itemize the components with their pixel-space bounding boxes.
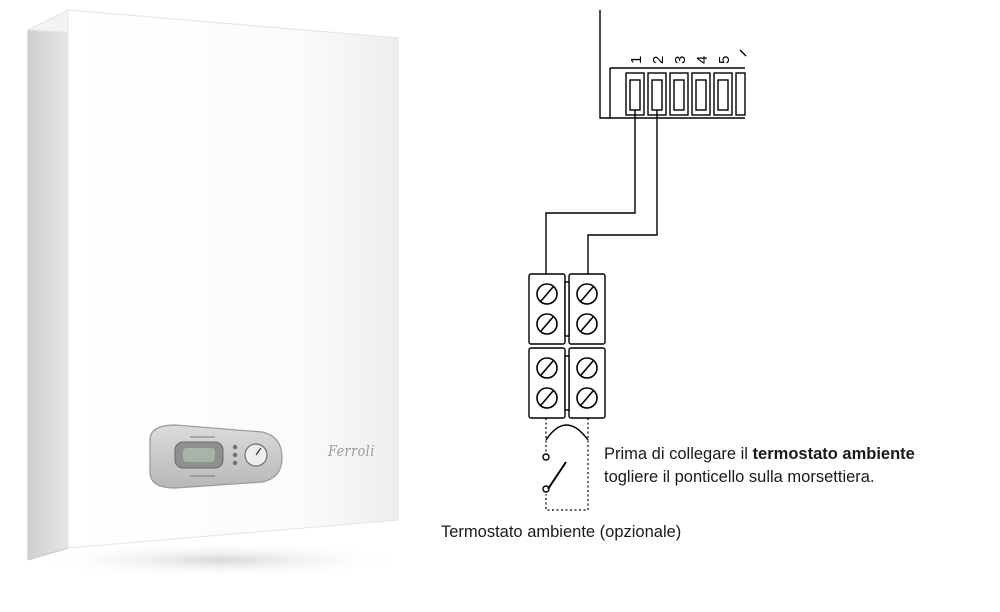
board-outline xyxy=(599,10,745,119)
terminal-number-3: 3 xyxy=(672,56,689,64)
switch-icon xyxy=(542,453,567,493)
terminal-number-1: 1 xyxy=(628,56,645,64)
thermostat-caption: Termostato ambiente (opzionale) xyxy=(441,523,682,541)
wire-terminal-1 xyxy=(545,110,636,274)
jumper-note: Prima di collegare il termostato ambient… xyxy=(604,443,915,489)
terminal-block xyxy=(625,72,746,116)
boiler-front xyxy=(67,9,399,549)
screw-terminal-icon xyxy=(536,283,598,409)
terminal-number-2: 2 xyxy=(650,56,667,64)
boiler-front-edge xyxy=(27,30,69,561)
brand-logo: Ferroli xyxy=(328,442,375,460)
thermostat-wiring xyxy=(545,418,589,511)
jumper-wire xyxy=(545,424,589,441)
note-emphasis: termostato ambiente xyxy=(752,445,915,463)
boiler-illustration xyxy=(26,9,410,578)
note-prefix: Prima di collegare il xyxy=(604,445,753,463)
boiler-side xyxy=(28,10,68,560)
wire-terminal-2 xyxy=(587,110,658,274)
terminal-number-4: 4 xyxy=(694,56,711,64)
note-line2: togliere il ponticello sulla morsettiera… xyxy=(604,468,875,486)
terminal-numbers: 1 2 3 4 5 xyxy=(628,49,747,64)
floor-shadow xyxy=(30,542,410,578)
terminal-number-5: 5 xyxy=(716,56,733,64)
control-panel xyxy=(149,424,283,489)
pressure-gauge-icon xyxy=(244,443,268,467)
